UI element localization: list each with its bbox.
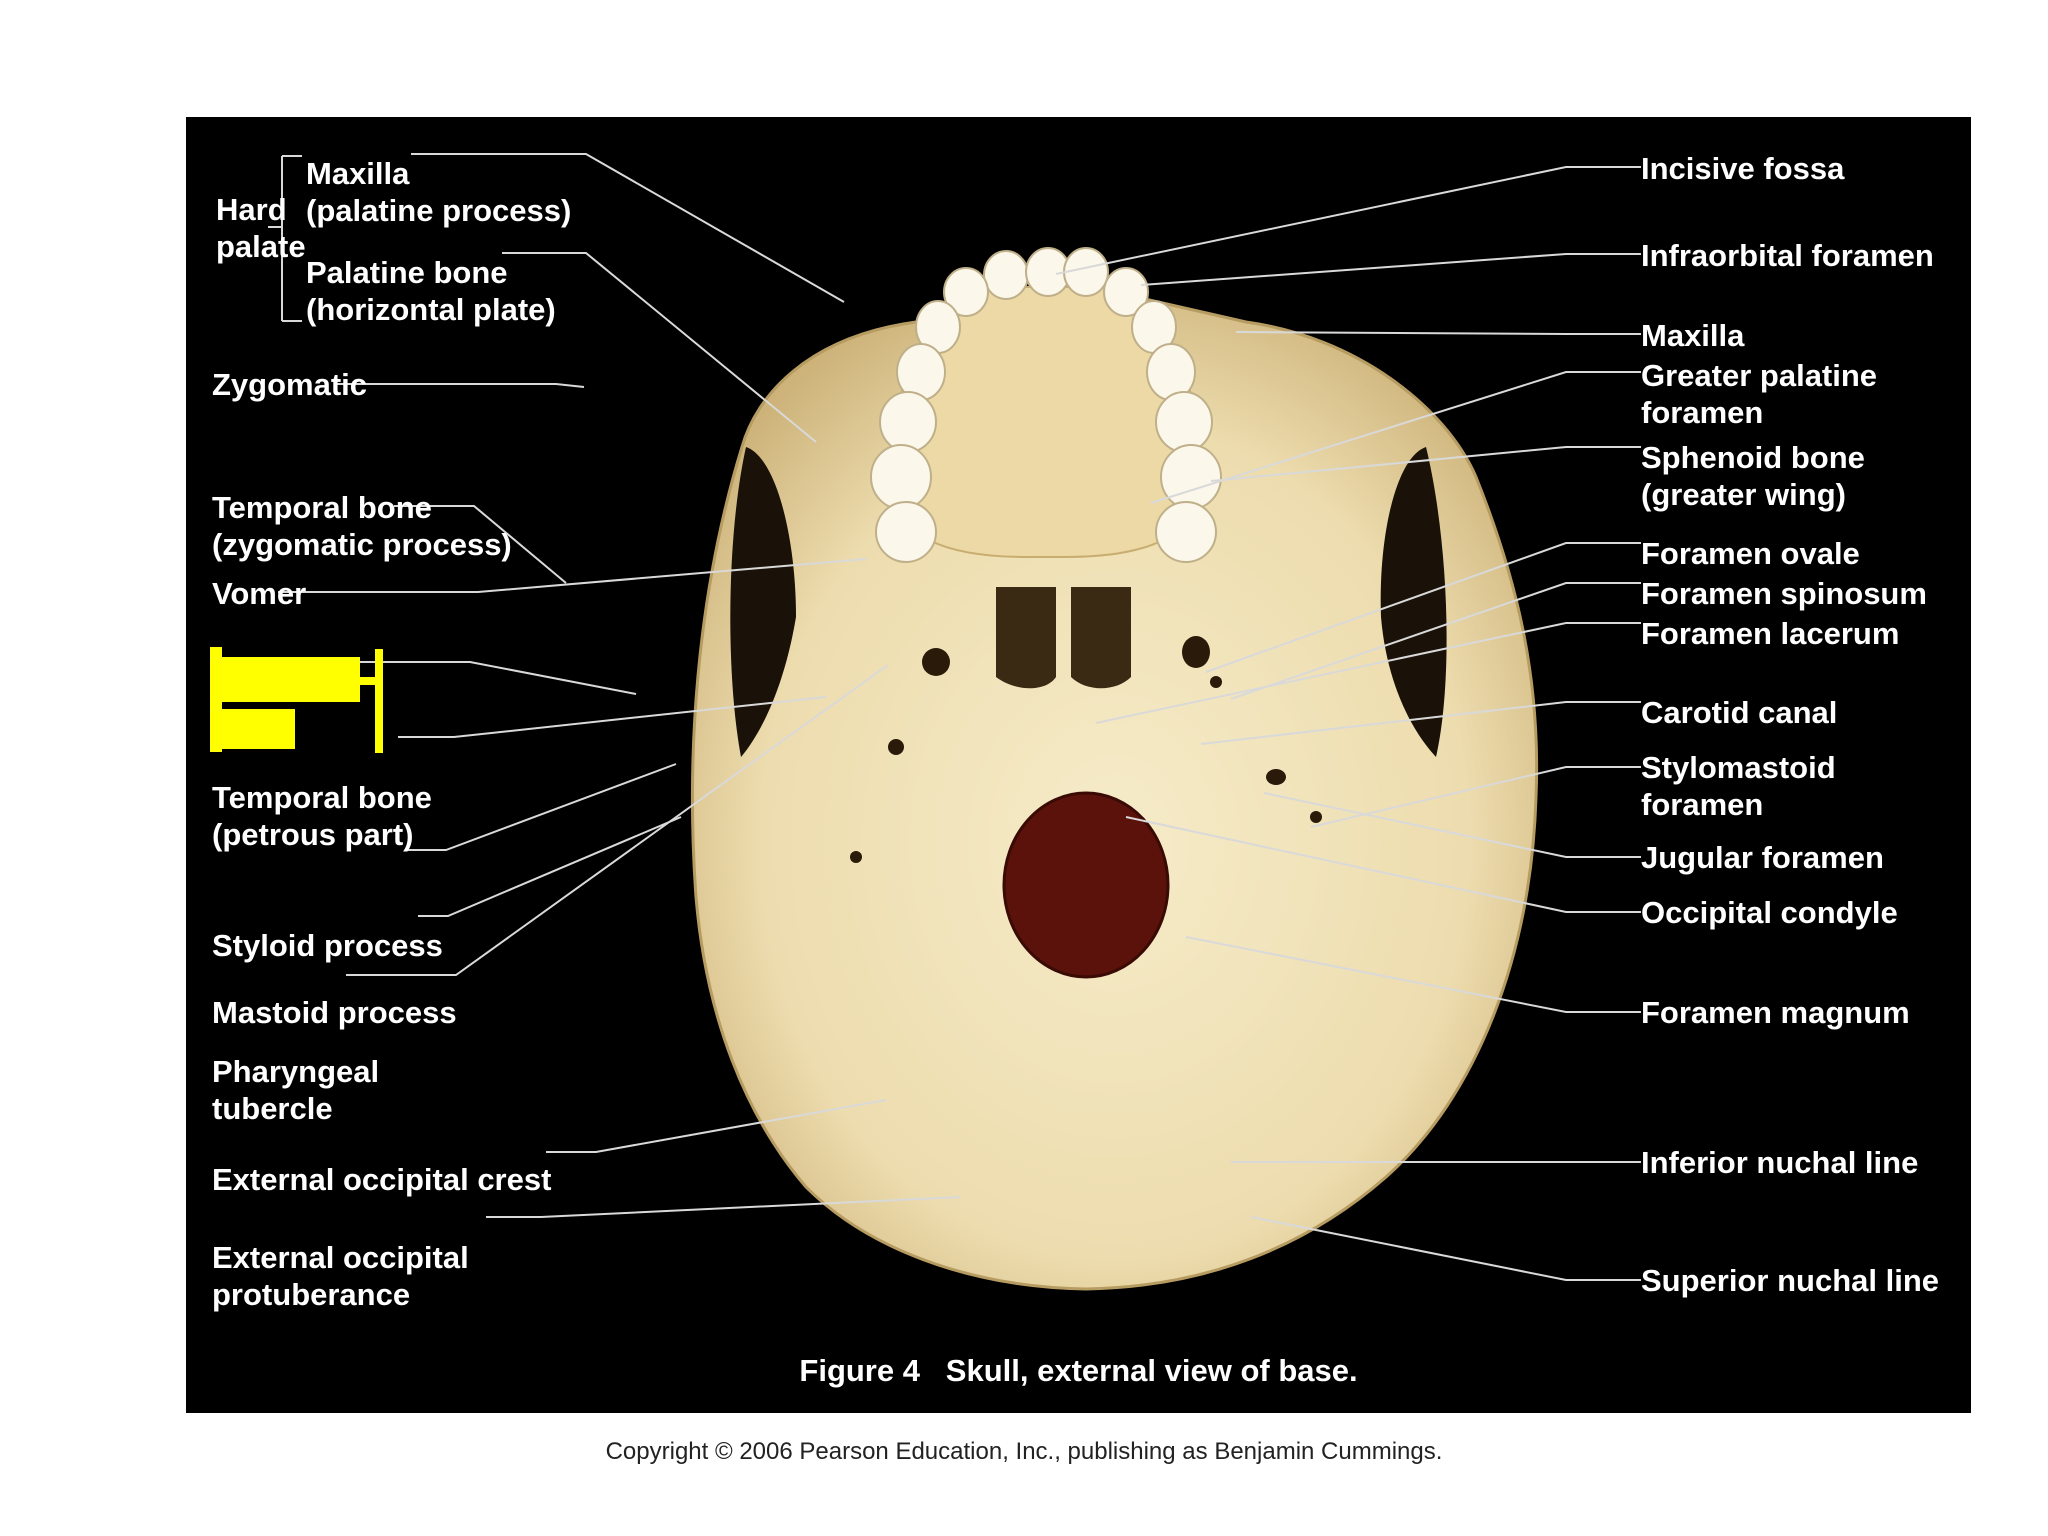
label-inferior-nuchal-line: Inferior nuchal line	[1641, 1145, 1919, 1180]
label-sphenoid-bone-greater-wing: Sphenoid bone (greater wing)	[1641, 440, 1865, 512]
label-temporal-bone-zygomatic-process: Temporal bone (zygomatic process)	[212, 490, 512, 562]
foramen-magnum	[1002, 791, 1170, 979]
label-temporal-bone-petrous-part: Temporal bone (petrous part)	[212, 780, 432, 852]
highlight-mark	[210, 647, 383, 753]
label-greater-palatine-foramen: Greater palatine foramen	[1641, 358, 1878, 430]
label-stylomastoid-foramen: Stylomastoid foramen	[1641, 750, 1836, 822]
label-carotid-canal: Carotid canal	[1641, 695, 1838, 730]
label-external-occipital-crest: External occipital crest	[212, 1162, 552, 1197]
figure-panel: Hard palate Maxilla (palatine process) P…	[186, 117, 1971, 1413]
label-hard-palate: Hard palate	[216, 192, 306, 264]
label-foramen-magnum: Foramen magnum	[1641, 995, 1910, 1030]
right-temporal-fossa	[1380, 447, 1447, 757]
label-foramen-lacerum: Foramen lacerum	[1641, 616, 1900, 651]
label-zygomatic: Zygomatic	[212, 367, 368, 402]
label-jugular-foramen: Jugular foramen	[1641, 840, 1884, 875]
label-external-occipital-protuberance: External occipital protuberance	[212, 1240, 469, 1312]
label-infraorbital-foramen: Infraorbital foramen	[1641, 238, 1934, 273]
leader-lines	[268, 153, 1641, 1281]
copyright-notice: Copyright © 2006 Pearson Education, Inc.…	[605, 1438, 1443, 1465]
label-foramen-spinosum: Foramen spinosum	[1641, 576, 1927, 611]
figure-caption: Figure 4 Skull, external view of base.	[799, 1353, 1358, 1388]
choanae	[996, 587, 1131, 689]
label-incisive-fossa: Incisive fossa	[1641, 151, 1845, 186]
upper-teeth	[870, 247, 1222, 563]
skull-base-illustration	[268, 153, 1641, 1291]
foramina	[850, 636, 1322, 863]
label-maxilla-palatine-process: Maxilla (palatine process)	[306, 156, 572, 228]
label-superior-nuchal-line: Superior nuchal line	[1641, 1263, 1939, 1298]
label-palatine-bone-horizontal-plate: Palatine bone (horizontal plate)	[306, 255, 556, 327]
left-temporal-fossa	[730, 447, 796, 757]
label-styloid-process: Styloid process	[212, 928, 443, 963]
label-vomer: Vomer	[212, 576, 307, 611]
label-maxilla: Maxilla	[1641, 318, 1745, 353]
label-foramen-ovale: Foramen ovale	[1641, 536, 1860, 571]
label-occipital-condyle: Occipital condyle	[1641, 895, 1898, 930]
label-mastoid-process: Mastoid process	[212, 995, 457, 1030]
label-pharyngeal-tubercle: Pharyngeal tubercle	[212, 1054, 380, 1126]
